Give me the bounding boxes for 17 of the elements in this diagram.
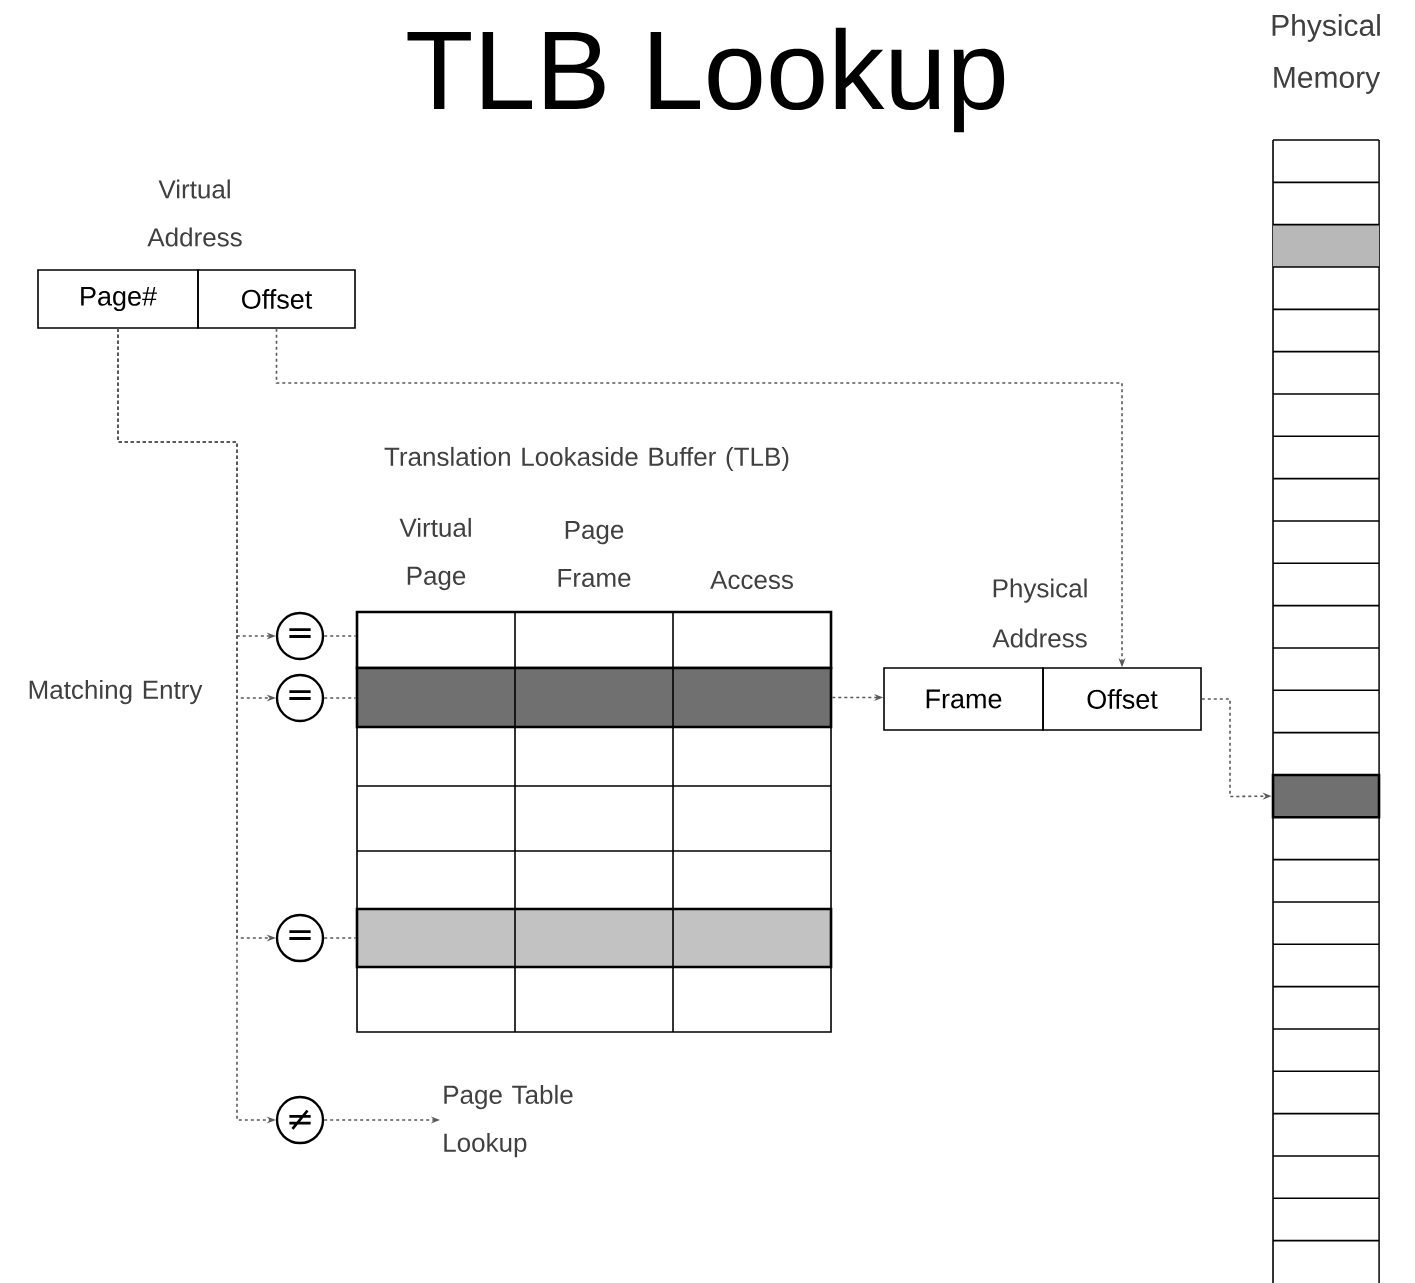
address-field: Offset	[1042, 667, 1202, 731]
column-header: Virtual Page	[399, 517, 471, 591]
address-field: Frame	[883, 667, 1044, 731]
column-header: Page Frame	[558, 520, 631, 588]
title: TLB Lookup	[407, 27, 1005, 133]
memory-frame	[1271, 773, 1381, 819]
table-row	[355, 907, 833, 969]
field-label: Virtual Address	[147, 179, 242, 247]
table-row	[355, 610, 833, 670]
field-label: Physical Address	[992, 578, 1087, 648]
node-text: Page Table Lookup	[444, 1084, 573, 1158]
table-row	[355, 666, 833, 729]
address-field: Page#	[37, 269, 199, 329]
table-title: Translation Lookaside Buffer (TLB)	[384, 446, 789, 472]
address-field: Offset	[197, 269, 356, 329]
heading: Physical Memory	[1272, 14, 1381, 94]
side-label: Matching Entry	[29, 679, 203, 705]
